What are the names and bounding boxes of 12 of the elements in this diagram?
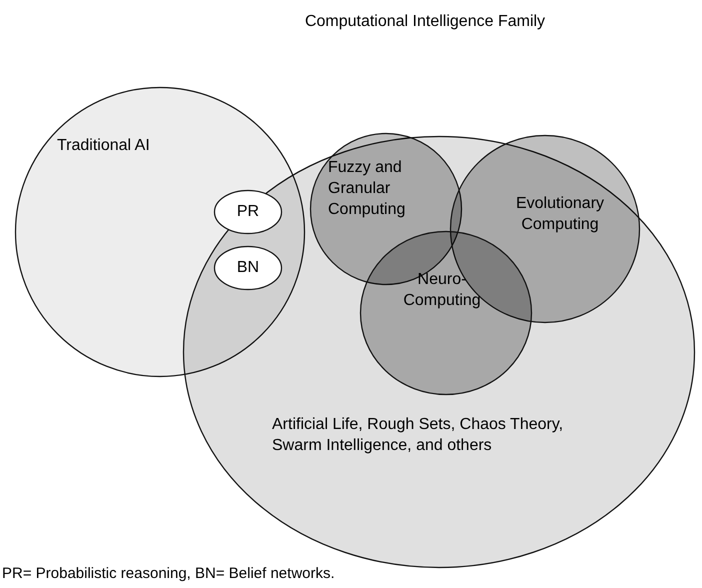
venn-circle	[360, 231, 532, 395]
circle-label: BN	[236, 258, 260, 278]
circle-label: PR	[236, 202, 260, 222]
circle-label: Fuzzy and Granular Computing	[328, 158, 406, 220]
circle-label: Neuro-Computing	[402, 270, 482, 311]
circle-label: Traditional AI	[57, 136, 151, 156]
diagram-title: Computational Intelligence Family	[304, 12, 546, 32]
circle-label: Evolutionary Computing	[514, 194, 606, 235]
ellipse-node	[214, 246, 282, 290]
circle-label: Artificial Life, Rough Sets, Chaos Theory, Swarm Intelligence, and others	[272, 415, 564, 456]
footnote: PR= Probabilistic reasoning, BN= Belief networks.	[2, 564, 335, 584]
ellipse-node	[214, 190, 282, 234]
